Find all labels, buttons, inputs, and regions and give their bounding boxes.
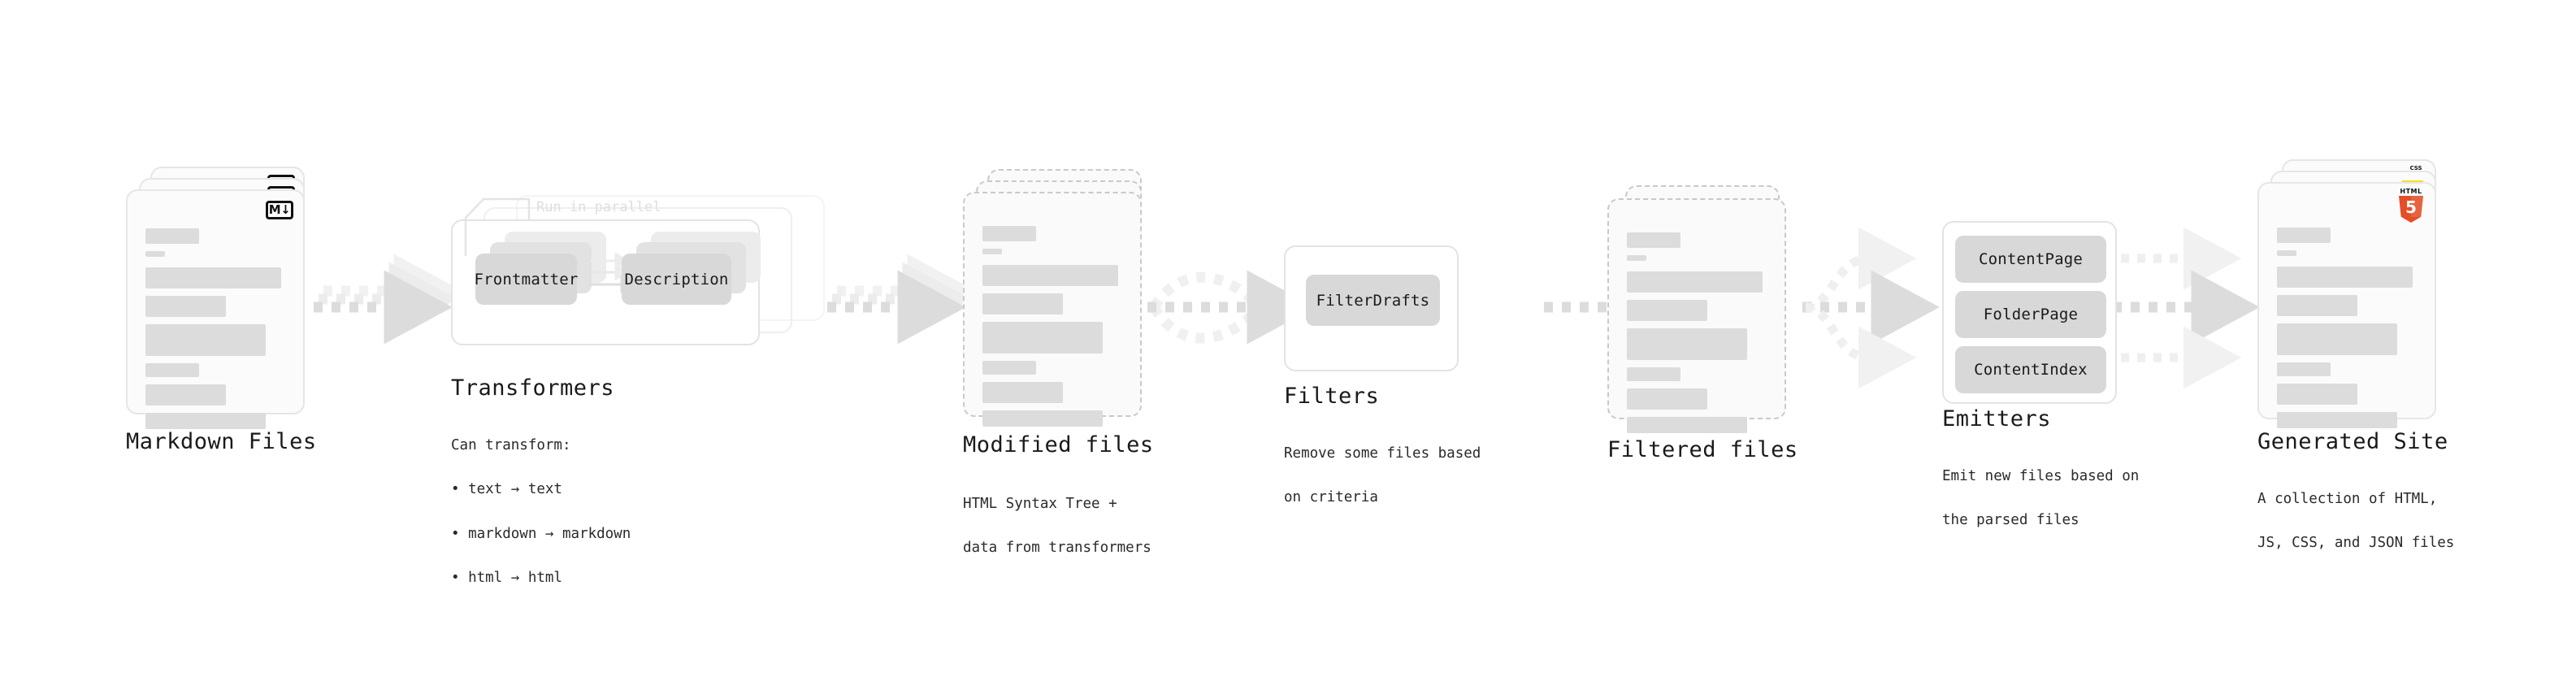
doc-content-lines	[982, 226, 1124, 434]
stage-title-transformers: Transformers	[451, 375, 615, 401]
transformer-pill-description[interactable]: Description	[622, 254, 731, 305]
doc-line	[2277, 323, 2397, 355]
doc-line	[1627, 271, 1763, 293]
doc-line	[1627, 300, 1707, 321]
doc-line	[1627, 367, 1680, 381]
connector-filtered-to-emitters	[1802, 227, 1940, 389]
doc-line	[145, 413, 266, 429]
doc-line	[982, 265, 1118, 286]
doc-line	[145, 228, 199, 244]
doc-line	[982, 382, 1063, 403]
stage-title-emitters: Emitters	[1942, 406, 2052, 432]
transformer-inner-arrows	[588, 252, 636, 293]
desc-line: • html → html	[451, 569, 562, 586]
modified-files-card-stack	[963, 169, 1158, 427]
desc-line: Emit new files based on	[1942, 468, 2140, 485]
stage-desc-transformers: Can transform: • text → text • markdown …	[451, 413, 631, 611]
desc-line: • markdown → markdown	[451, 525, 631, 542]
html5-badge: HTML 5	[2397, 189, 2425, 223]
generated-card-front-html: HTML 5	[2257, 182, 2436, 428]
desc-line: A collection of HTML,	[2257, 491, 2438, 508]
html-badge-label: HTML	[2400, 188, 2422, 195]
run-in-parallel-bracket	[464, 197, 531, 256]
connector-transformers-to-modified	[827, 254, 976, 345]
doc-line	[982, 322, 1103, 354]
doc-line	[145, 267, 281, 288]
doc-line	[1627, 388, 1707, 410]
emitters-group-box: ContentPage FolderPage ContentIndex	[1942, 221, 2117, 404]
emitter-pill-contentindex[interactable]: ContentIndex	[1955, 346, 2106, 393]
emitter-pill-folderpage[interactable]: FolderPage	[1955, 291, 2106, 338]
markdown-badge: M↓	[266, 201, 293, 219]
stage-title-filters: Filters	[1284, 384, 1380, 409]
doc-line	[1627, 328, 1747, 360]
doc-content-lines	[145, 228, 287, 436]
css-badge-label: CSS	[2409, 165, 2422, 171]
filtered-files-card-stack	[1607, 185, 1802, 433]
doc-line	[982, 361, 1036, 375]
doc-line	[982, 410, 1103, 427]
doc-line	[145, 384, 226, 406]
connector-emitters-to-site	[2113, 227, 2260, 389]
desc-line: Remove some files based	[1284, 445, 1481, 462]
stage-desc-filters: Remove some files based on criteria	[1284, 421, 1481, 531]
markdown-files-card-stack: M↓ M↓ M↓	[126, 167, 321, 429]
html5-digit: 5	[2405, 197, 2417, 217]
desc-line: on criteria	[1284, 489, 1378, 506]
transformers-group: Frontmatter Description	[451, 195, 833, 366]
stage-title-generated-site: Generated Site	[2257, 429, 2448, 454]
desc-line: Can transform:	[451, 437, 571, 454]
doc-line	[145, 251, 165, 257]
connector-modified-to-filters	[1147, 270, 1316, 345]
desc-line: HTML Syntax Tree +	[963, 496, 1117, 513]
filter-pill-filterdrafts[interactable]: FilterDrafts	[1306, 275, 1440, 326]
doc-line	[2277, 267, 2413, 288]
doc-line	[2277, 250, 2296, 256]
stage-desc-generated-site: A collection of HTML, JS, CSS, and JSON …	[2257, 466, 2454, 577]
doc-line	[2277, 295, 2357, 316]
doc-line	[145, 324, 266, 356]
run-in-parallel-label: Run in parallel	[536, 199, 661, 215]
doc-line	[982, 249, 1002, 254]
stage-title-filtered-files: Filtered files	[1607, 437, 1798, 462]
filtered-card-front	[1607, 198, 1786, 433]
connector-md-to-transformers	[314, 254, 462, 345]
desc-line: data from transformers	[963, 540, 1151, 557]
doc-line	[1627, 232, 1680, 248]
stage-desc-emitters: Emit new files based on the parsed files	[1942, 444, 2139, 554]
doc-line	[1627, 255, 1646, 261]
doc-line	[2277, 384, 2357, 405]
desc-line: JS, CSS, and JSON files	[2257, 535, 2455, 552]
doc-line	[2277, 412, 2397, 428]
desc-line: • text → text	[451, 481, 562, 498]
doc-line	[145, 363, 199, 377]
markdown-card-front: M↓	[126, 189, 305, 429]
stage-desc-modified-files: HTML Syntax Tree + data from transformer…	[963, 471, 1151, 582]
doc-line	[982, 293, 1063, 314]
doc-line	[2277, 362, 2331, 376]
doc-line	[2277, 228, 2331, 243]
generated-site-card-stack: CSS HTML 5	[2257, 159, 2452, 428]
stage-title-modified-files: Modified files	[963, 432, 1154, 458]
stage-title-markdown-files: Markdown Files	[126, 429, 317, 454]
modified-card-front	[963, 192, 1142, 427]
transformer-pill-frontmatter[interactable]: Frontmatter	[474, 254, 578, 305]
doc-line	[1627, 417, 1747, 433]
doc-line	[982, 226, 1036, 241]
doc-content-lines	[1627, 232, 1768, 440]
doc-content-lines	[2277, 228, 2418, 436]
desc-line: the parsed files	[1942, 512, 2079, 529]
html5-shield-icon: 5	[2399, 196, 2423, 223]
filters-group-box: FilterDrafts	[1284, 245, 1459, 371]
doc-line	[145, 296, 226, 317]
emitter-pill-contentpage[interactable]: ContentPage	[1955, 236, 2106, 283]
